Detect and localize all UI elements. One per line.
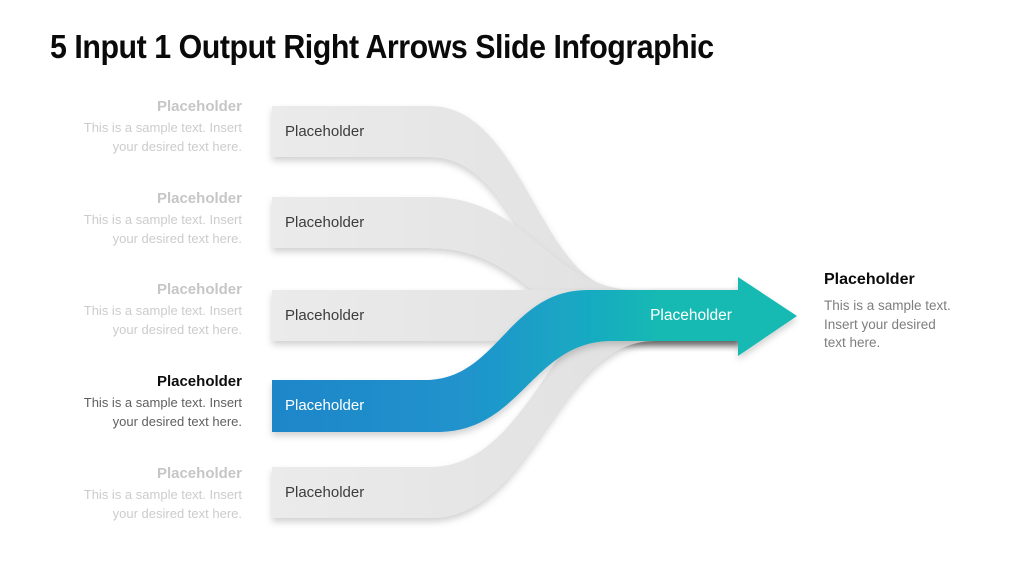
left-block-4-heading: Placeholder bbox=[156, 373, 242, 390]
left-block-5-body: This is a sample text. Insert your desir… bbox=[83, 487, 242, 521]
left-block-1: Placeholder This is a sample text. Inser… bbox=[40, 97, 242, 156]
slide-title: 5 Input 1 Output Right Arrows Slide Info… bbox=[50, 28, 714, 65]
left-block-5-heading: Placeholder bbox=[156, 465, 242, 482]
left-block-2: Placeholder This is a sample text. Inser… bbox=[40, 189, 242, 248]
highlighted-band-and-output-arrow bbox=[272, 277, 797, 432]
band-1-label: Placeholder bbox=[285, 123, 365, 140]
left-block-2-body: This is a sample text. Insert your desir… bbox=[83, 212, 242, 246]
band-4-label: Placeholder bbox=[285, 397, 365, 414]
left-block-3-heading: Placeholder bbox=[156, 281, 242, 298]
left-block-1-heading: Placeholder bbox=[156, 98, 242, 115]
left-block-5: Placeholder This is a sample text. Inser… bbox=[40, 464, 242, 523]
right-block-heading: Placeholder bbox=[824, 271, 915, 288]
right-block: Placeholder This is a sample text. Inser… bbox=[824, 269, 994, 353]
band-3-label: Placeholder bbox=[285, 307, 365, 324]
output-arrow-label: Placeholder bbox=[650, 307, 732, 324]
left-block-3: Placeholder This is a sample text. Inser… bbox=[40, 280, 242, 339]
band-2-label: Placeholder bbox=[285, 214, 365, 231]
left-block-3-body: This is a sample text. Insert your desir… bbox=[83, 303, 242, 337]
left-block-4-body: This is a sample text. Insert your desir… bbox=[83, 395, 242, 429]
input-band-5 bbox=[272, 290, 740, 518]
left-block-1-body: This is a sample text. Insert your desir… bbox=[83, 120, 242, 154]
left-block-4: Placeholder This is a sample text. Inser… bbox=[40, 372, 242, 431]
right-block-body: This is a sample text. Insert your desir… bbox=[824, 298, 951, 350]
left-block-2-heading: Placeholder bbox=[156, 190, 242, 207]
band-5-label: Placeholder bbox=[285, 484, 365, 501]
